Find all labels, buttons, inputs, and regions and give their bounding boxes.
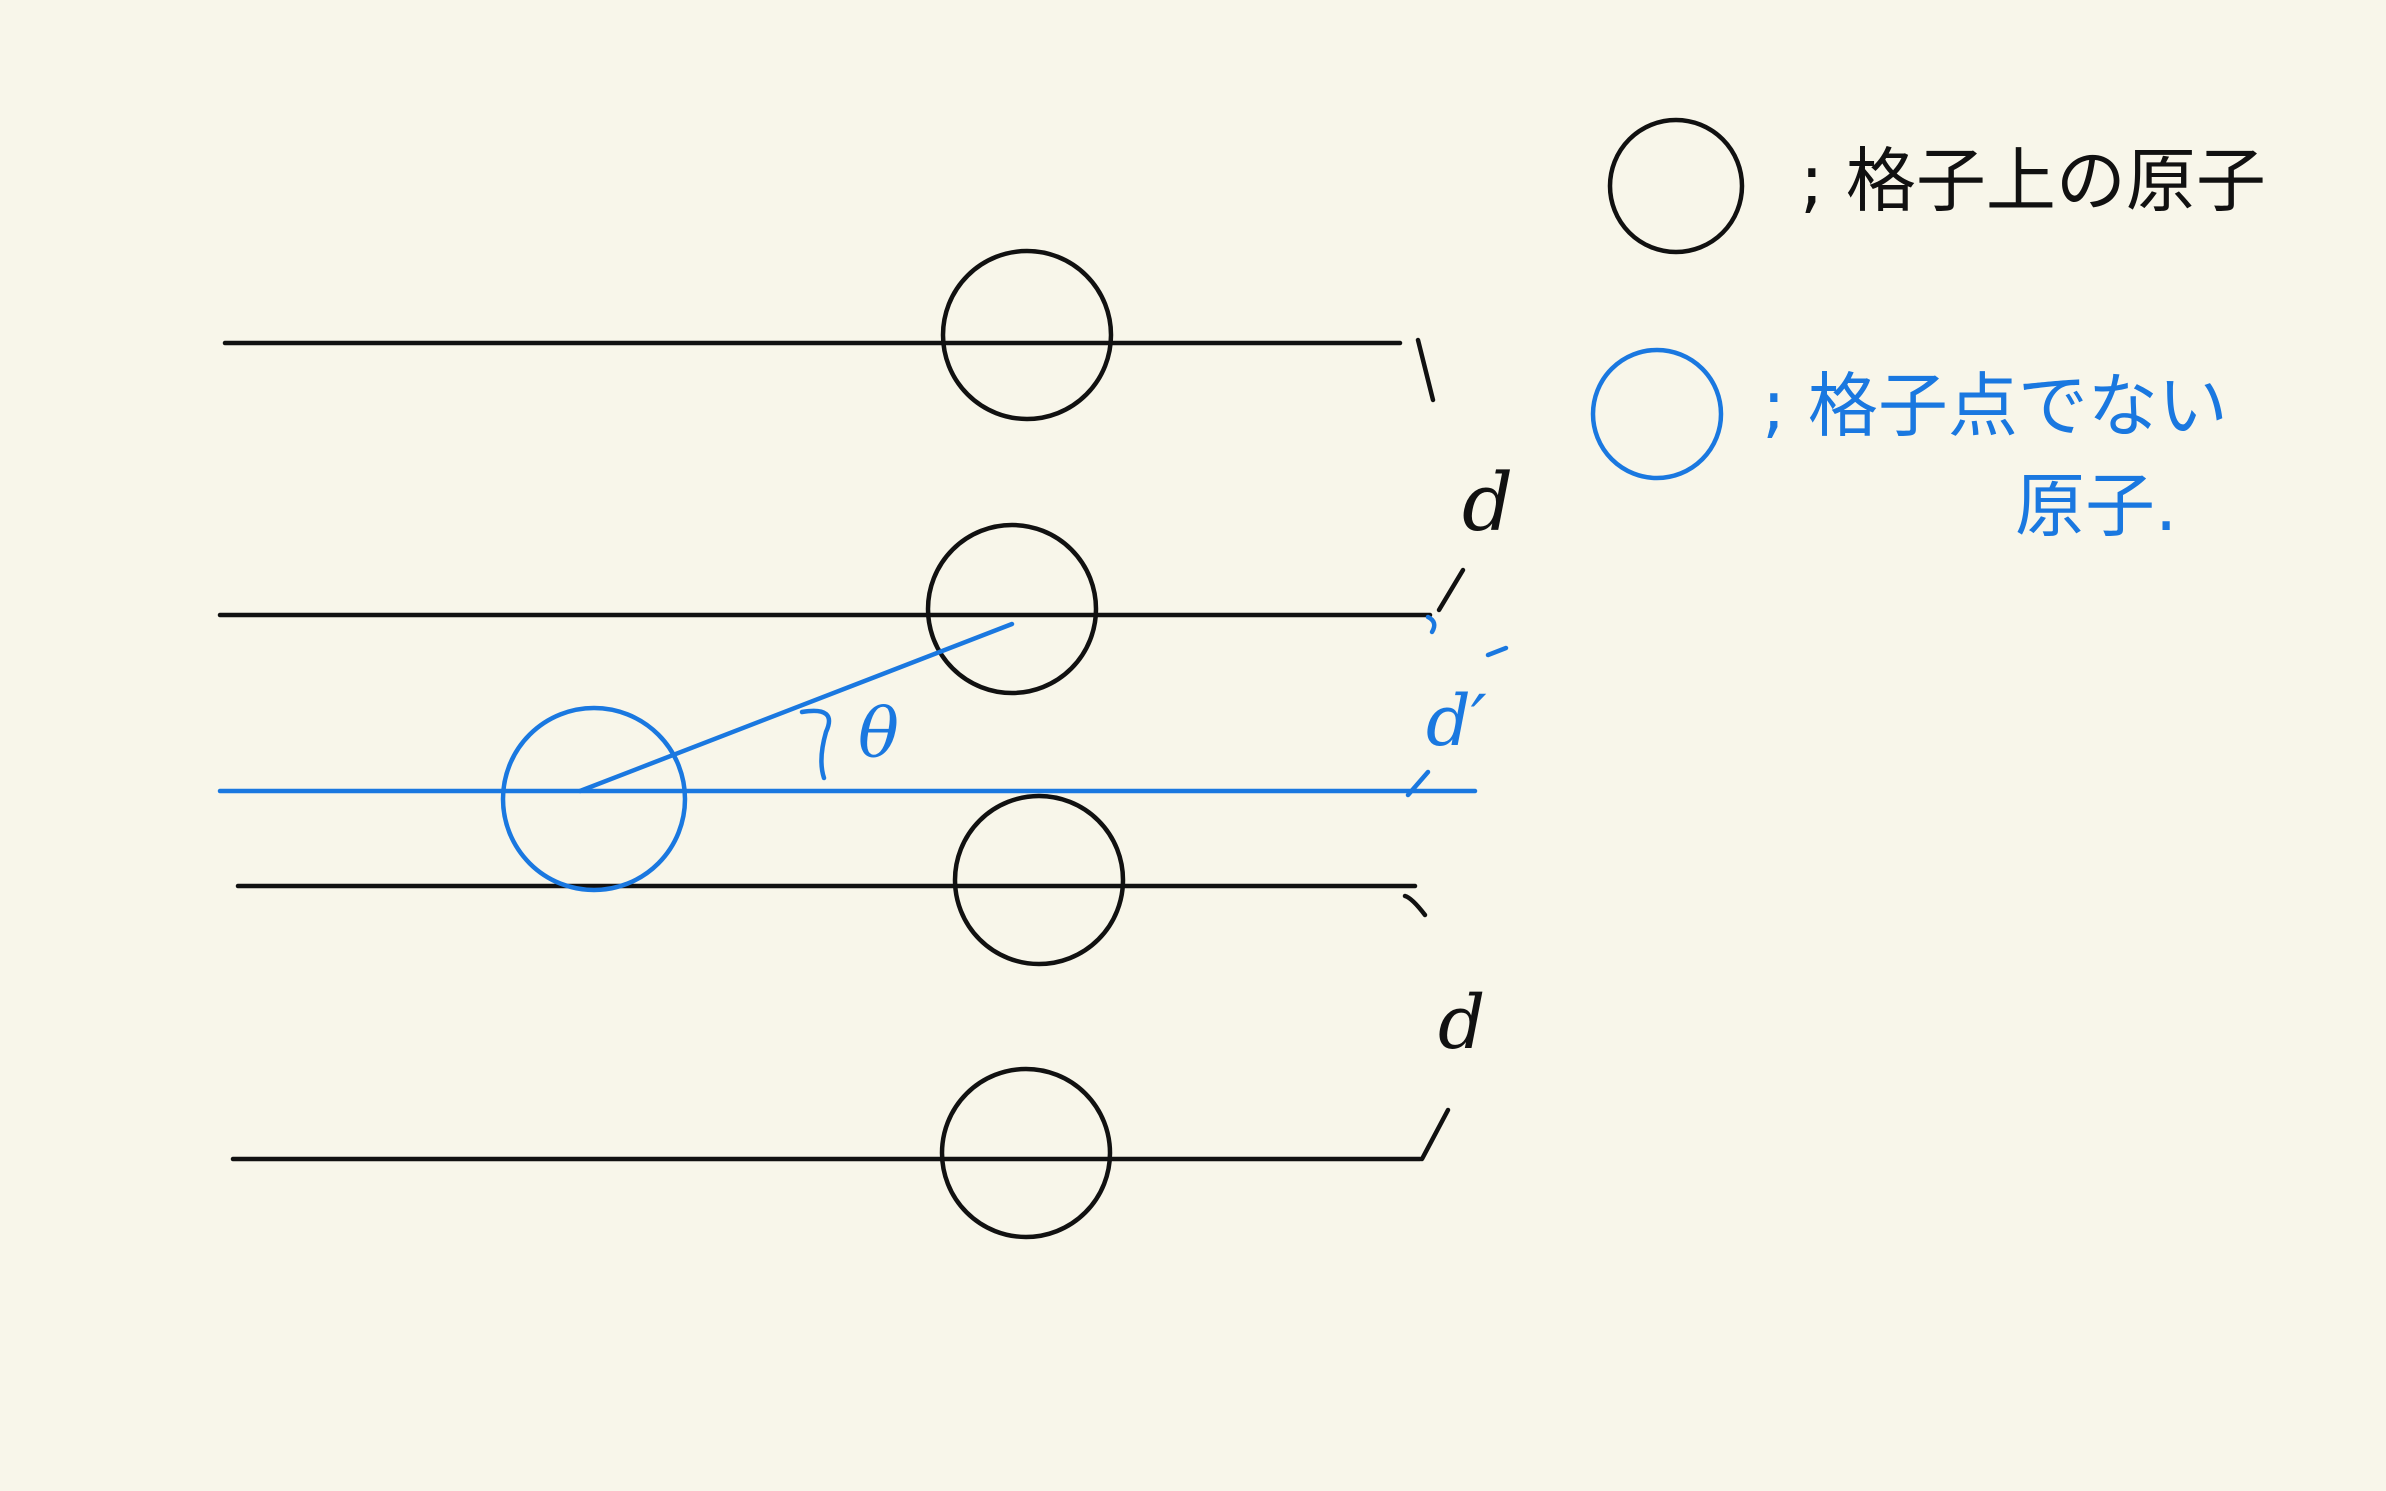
angle-arc [799, 708, 832, 781]
spacing-label-middle: d′ [1426, 680, 1487, 762]
lattice-atoms [925, 248, 1126, 1240]
legend-lattice-atom-icon [1607, 117, 1745, 255]
non-lattice-atom [500, 705, 688, 893]
legend: ; 格子上の原子 ; 格子点でない 原子. [1590, 117, 2266, 547]
scattering-ray [577, 621, 1015, 794]
lattice-atom-3 [952, 793, 1126, 967]
legend-lattice-atom-label: ; 格子上の原子 [1800, 140, 2266, 222]
non-lattice-group [217, 621, 1478, 893]
lattice-atom-2 [925, 522, 1099, 696]
spacing-brackets [1402, 337, 1466, 1162]
lattice-atom-4 [939, 1066, 1113, 1240]
bracket-bottom-upper [1402, 893, 1428, 918]
spacing-label-top: d [1462, 456, 1513, 549]
blue-spacing-brackets [1405, 614, 1509, 798]
spacing-label-bottom: d [1438, 980, 1485, 1066]
lattice-atom-1 [940, 248, 1114, 422]
bracket-bottom-lower [1419, 1107, 1451, 1162]
lattice-planes [217, 340, 1433, 1162]
legend-non-lattice-atom-icon [1590, 347, 1724, 481]
angle-label: θ [858, 695, 899, 774]
blue-bracket-upper [1425, 614, 1437, 635]
legend-non-lattice-atom-label-line1: ; 格子点でない [1762, 365, 2228, 447]
legend-non-lattice-atom-label-line2: 原子. [2015, 465, 2177, 547]
bracket-top-lower [1436, 567, 1466, 613]
bracket-top-upper [1415, 337, 1436, 403]
blue-bracket-tick [1485, 645, 1509, 658]
blue-bracket-lower [1405, 769, 1431, 798]
